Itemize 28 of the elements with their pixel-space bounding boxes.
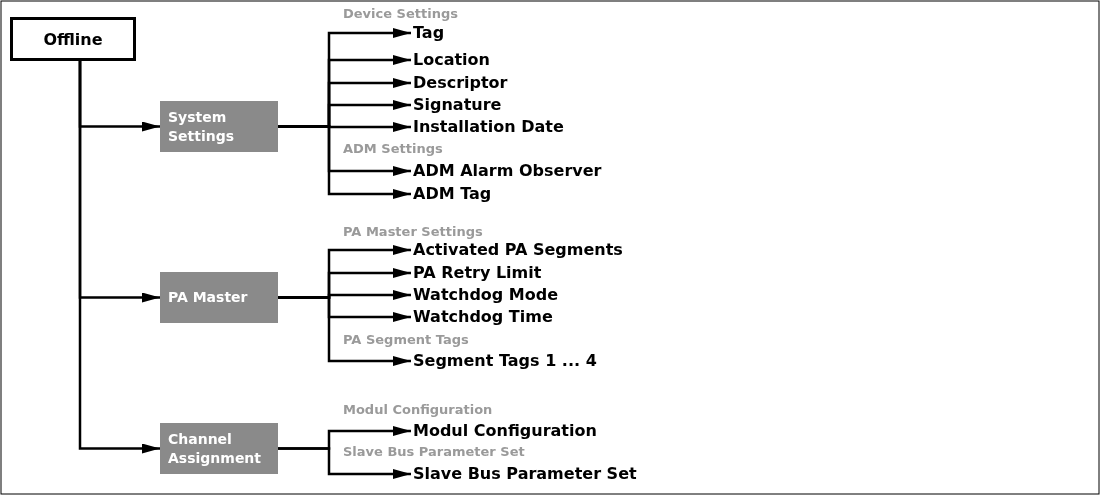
menu-item-text: Signature — [413, 95, 502, 115]
menu-item-text: ADM Tag — [413, 184, 492, 204]
arrow — [278, 296, 411, 366]
group-heading: Slave Bus Parameter Set — [343, 444, 525, 460]
menu-item-text: Watchdog Mode — [413, 285, 559, 305]
menu-item-text: Tag — [413, 23, 445, 43]
menu-item-text: ADM Alarm Observer — [413, 161, 602, 181]
menu-item-text: PA Retry Limit — [413, 263, 542, 283]
menu-box: PA Master — [160, 272, 278, 323]
group-heading: Device Settings — [343, 6, 458, 22]
arrow — [78, 61, 160, 454]
menu-item-text: Installation Date — [413, 117, 564, 137]
menu-item-text: Watchdog Time — [413, 307, 553, 327]
menu-item-text: Segment Tags 1 ... 4 — [413, 351, 597, 371]
root-box: Offline — [10, 17, 136, 61]
menu-item-text: Slave Bus Parameter Set — [413, 464, 637, 484]
menu-item-text: Location — [413, 50, 490, 70]
menu-box: System Settings — [160, 101, 278, 152]
arrow — [278, 447, 411, 479]
menu-item-text: Activated PA Segments — [413, 240, 623, 260]
arrow — [278, 125, 411, 199]
group-heading: Modul Configuration — [343, 402, 493, 418]
menu-item-text: Descriptor — [413, 73, 508, 93]
menu-box: Channel Assignment — [160, 423, 278, 474]
group-heading: PA Segment Tags — [343, 332, 469, 348]
group-heading: ADM Settings — [343, 141, 443, 157]
menu-item-text: Modul Configuration — [413, 421, 597, 441]
group-heading: PA Master Settings — [343, 224, 483, 240]
